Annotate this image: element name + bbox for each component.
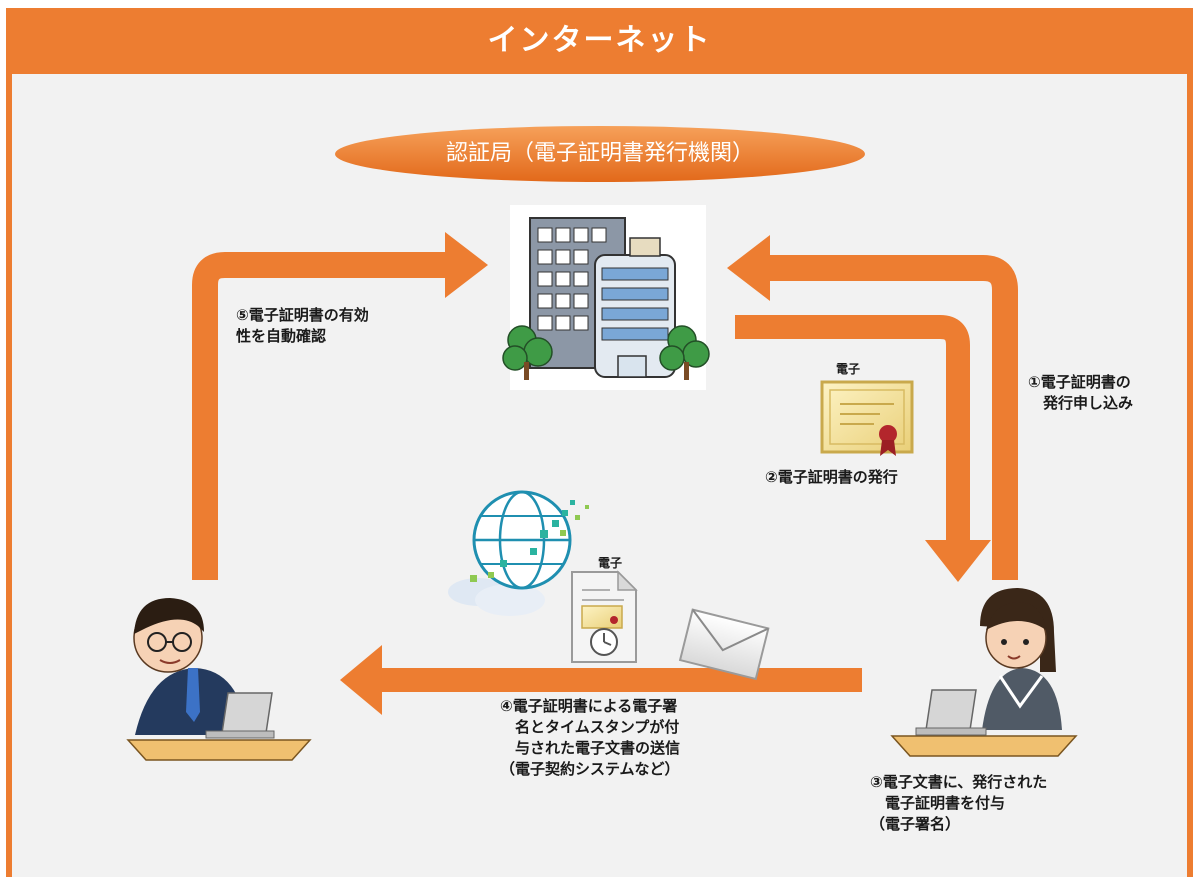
arrow-step4 — [380, 668, 862, 692]
banner-title: インターネット — [487, 23, 712, 58]
step4-text: ④電子証明書による電子署 名とタイムスタンプが付 与された電子文書の送信 （電子… — [500, 697, 681, 778]
certificate-caption: 電子 — [836, 362, 861, 376]
ca-oval — [335, 126, 865, 182]
step3-text: ③電子文書に、発行された 電子証明書を付与 （電子署名） — [870, 773, 1048, 833]
arrow-step2 — [735, 315, 970, 540]
envelope-icon — [678, 608, 770, 681]
step5-text: ⑤電子証明書の有効 性を自動確認 — [236, 306, 369, 345]
arrow-step1 — [770, 255, 1018, 580]
arrow-step2-head — [925, 540, 991, 582]
document-caption: 電子 — [598, 556, 623, 570]
globe-icon — [448, 490, 589, 616]
arrow-step1-head — [727, 235, 770, 301]
arrow-step5 — [192, 252, 445, 580]
internet-banner: インターネット — [6, 8, 1193, 74]
step2-text: ②電子証明書の発行 — [765, 468, 898, 486]
arrow-step4-head — [340, 645, 382, 715]
certificate-icon — [820, 380, 914, 456]
ca-label: 認証局（電子証明書発行機関） — [445, 141, 754, 166]
building-icon — [502, 205, 710, 390]
arrow-step5-head — [445, 232, 488, 298]
document-icon — [571, 570, 638, 663]
man-at-laptop-icon — [126, 598, 312, 761]
woman-at-laptop-icon — [890, 588, 1078, 757]
step1-text: ①電子証明書の 発行申し込み — [1028, 373, 1134, 412]
